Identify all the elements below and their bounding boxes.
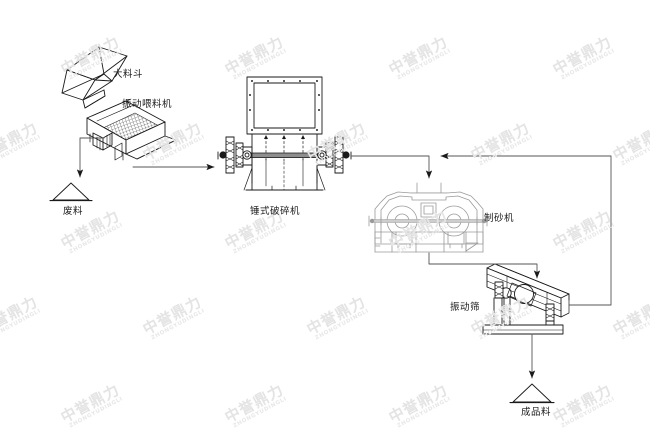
label-hopper: 大料斗 [113, 69, 144, 80]
label-sandmaker: 制砂机 [484, 213, 515, 224]
node-hopper[interactable] [61, 46, 128, 109]
flow-feeder-to-waste [76, 137, 105, 178]
flow-lines [76, 137, 612, 379]
flow-screen-return-to-sandmaker [440, 152, 612, 306]
node-feeder[interactable] [86, 98, 177, 161]
crusher-left-bearing [217, 136, 253, 174]
node-sandmaker[interactable] [368, 182, 488, 253]
label-feeder: 振动喂料机 [122, 99, 173, 110]
node-waste[interactable] [49, 182, 93, 202]
node-product[interactable] [509, 383, 555, 404]
node-crusher[interactable] [217, 76, 352, 191]
node-screen[interactable] [482, 263, 570, 335]
label-product: 成品料 [521, 407, 552, 418]
crusher-right-bearing [316, 136, 352, 174]
label-screen: 振动筛 [450, 302, 481, 313]
flow-crusher-to-sandmaker [351, 155, 433, 179]
label-crusher: 锤式破碎机 [250, 206, 301, 217]
flow-sandmaker-to-screen [428, 252, 541, 279]
label-waste: 废料 [63, 206, 84, 217]
